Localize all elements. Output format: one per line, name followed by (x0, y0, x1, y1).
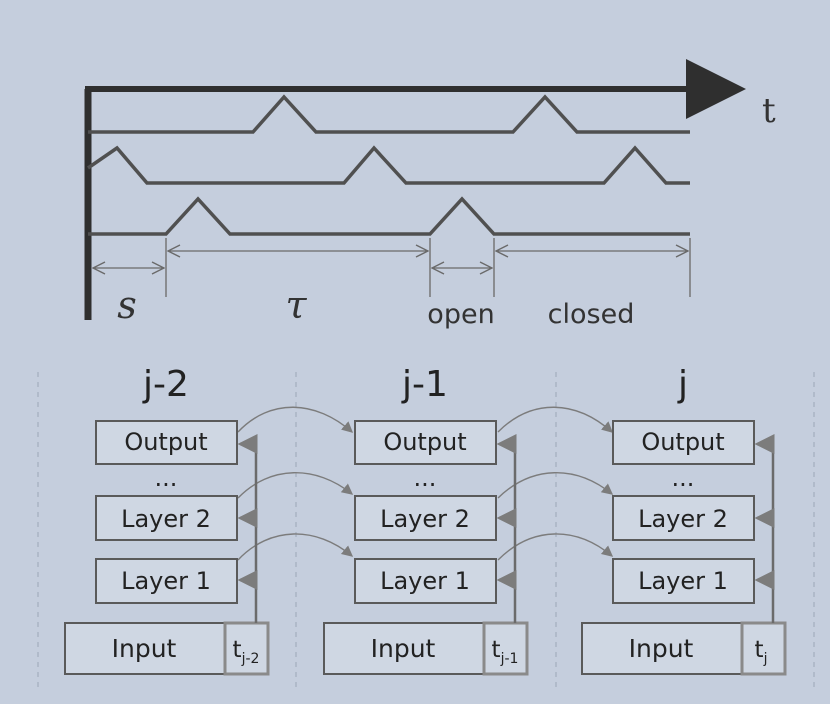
ellipsis-label: ... (155, 464, 178, 492)
trace-line-2 (87, 145, 690, 185)
label-tau: τ (285, 283, 307, 327)
time-input-box (740, 621, 787, 676)
column-header: j-2 (142, 364, 189, 405)
recurrent-links (237, 406, 614, 561)
input-box (581, 622, 743, 675)
label-open: open (427, 299, 494, 330)
time-input-label: tj-2 (233, 637, 260, 667)
input-box (323, 622, 485, 675)
link-layer2-j1-j (497, 472, 614, 499)
output-label: Output (124, 428, 207, 456)
output-box (612, 420, 755, 465)
ellipsis-label: ... (672, 464, 695, 492)
time-axis-label: t (762, 91, 776, 131)
layer2-label: Layer 2 (380, 505, 470, 533)
column-header: j (677, 364, 688, 405)
trace-line-3 (88, 196, 690, 236)
layer1-label: Layer 1 (380, 567, 470, 595)
time-feed-lines (496, 434, 517, 623)
time-feed-lines (237, 434, 258, 623)
time-input-label: tj-1 (492, 637, 519, 667)
time-input-box (482, 621, 529, 676)
layer2-label: Layer 2 (121, 505, 211, 533)
label-s: s (117, 283, 137, 327)
output-box (354, 420, 497, 465)
ellipsis-label: ... (414, 464, 437, 492)
column-separators (37, 372, 815, 690)
layer1-label: Layer 1 (638, 567, 728, 595)
input-label: Input (629, 634, 694, 663)
column-j: j Output ... Layer 2 Layer 1 Input tj (581, 364, 787, 676)
output-label: Output (641, 428, 724, 456)
label-closed: closed (548, 299, 635, 330)
layer1-box (354, 558, 497, 604)
time-input-label: tj (755, 637, 768, 667)
input-label: Input (371, 634, 436, 663)
output-box (95, 420, 238, 465)
time-input-box (223, 621, 270, 676)
layer1-box (95, 558, 238, 604)
layer2-box (612, 495, 755, 541)
link-output-j1-j (497, 406, 614, 433)
link-layer1-j2-j1 (237, 533, 354, 561)
layer2-label: Layer 2 (638, 505, 728, 533)
trace-line-1 (88, 94, 690, 134)
input-box (64, 622, 226, 675)
column-header: j-1 (401, 364, 448, 405)
link-output-j2-j1 (237, 406, 354, 433)
column-j-2: j-2 Output ... Layer 2 Layer 1 Input tj-… (64, 364, 270, 676)
layer1-label: Layer 1 (121, 567, 211, 595)
time-feed-lines (754, 434, 775, 623)
column-j-1: j-1 Output ... Layer 2 Layer 1 Input tj-… (323, 364, 529, 676)
layer2-box (354, 495, 497, 541)
input-label: Input (112, 634, 177, 663)
output-label: Output (383, 428, 466, 456)
timeline-panel: t s τ open closed (84, 59, 776, 330)
link-layer1-j1-j (497, 533, 614, 561)
link-layer2-j2-j1 (237, 472, 354, 499)
layer1-box (612, 558, 755, 604)
layer2-box (95, 495, 238, 541)
